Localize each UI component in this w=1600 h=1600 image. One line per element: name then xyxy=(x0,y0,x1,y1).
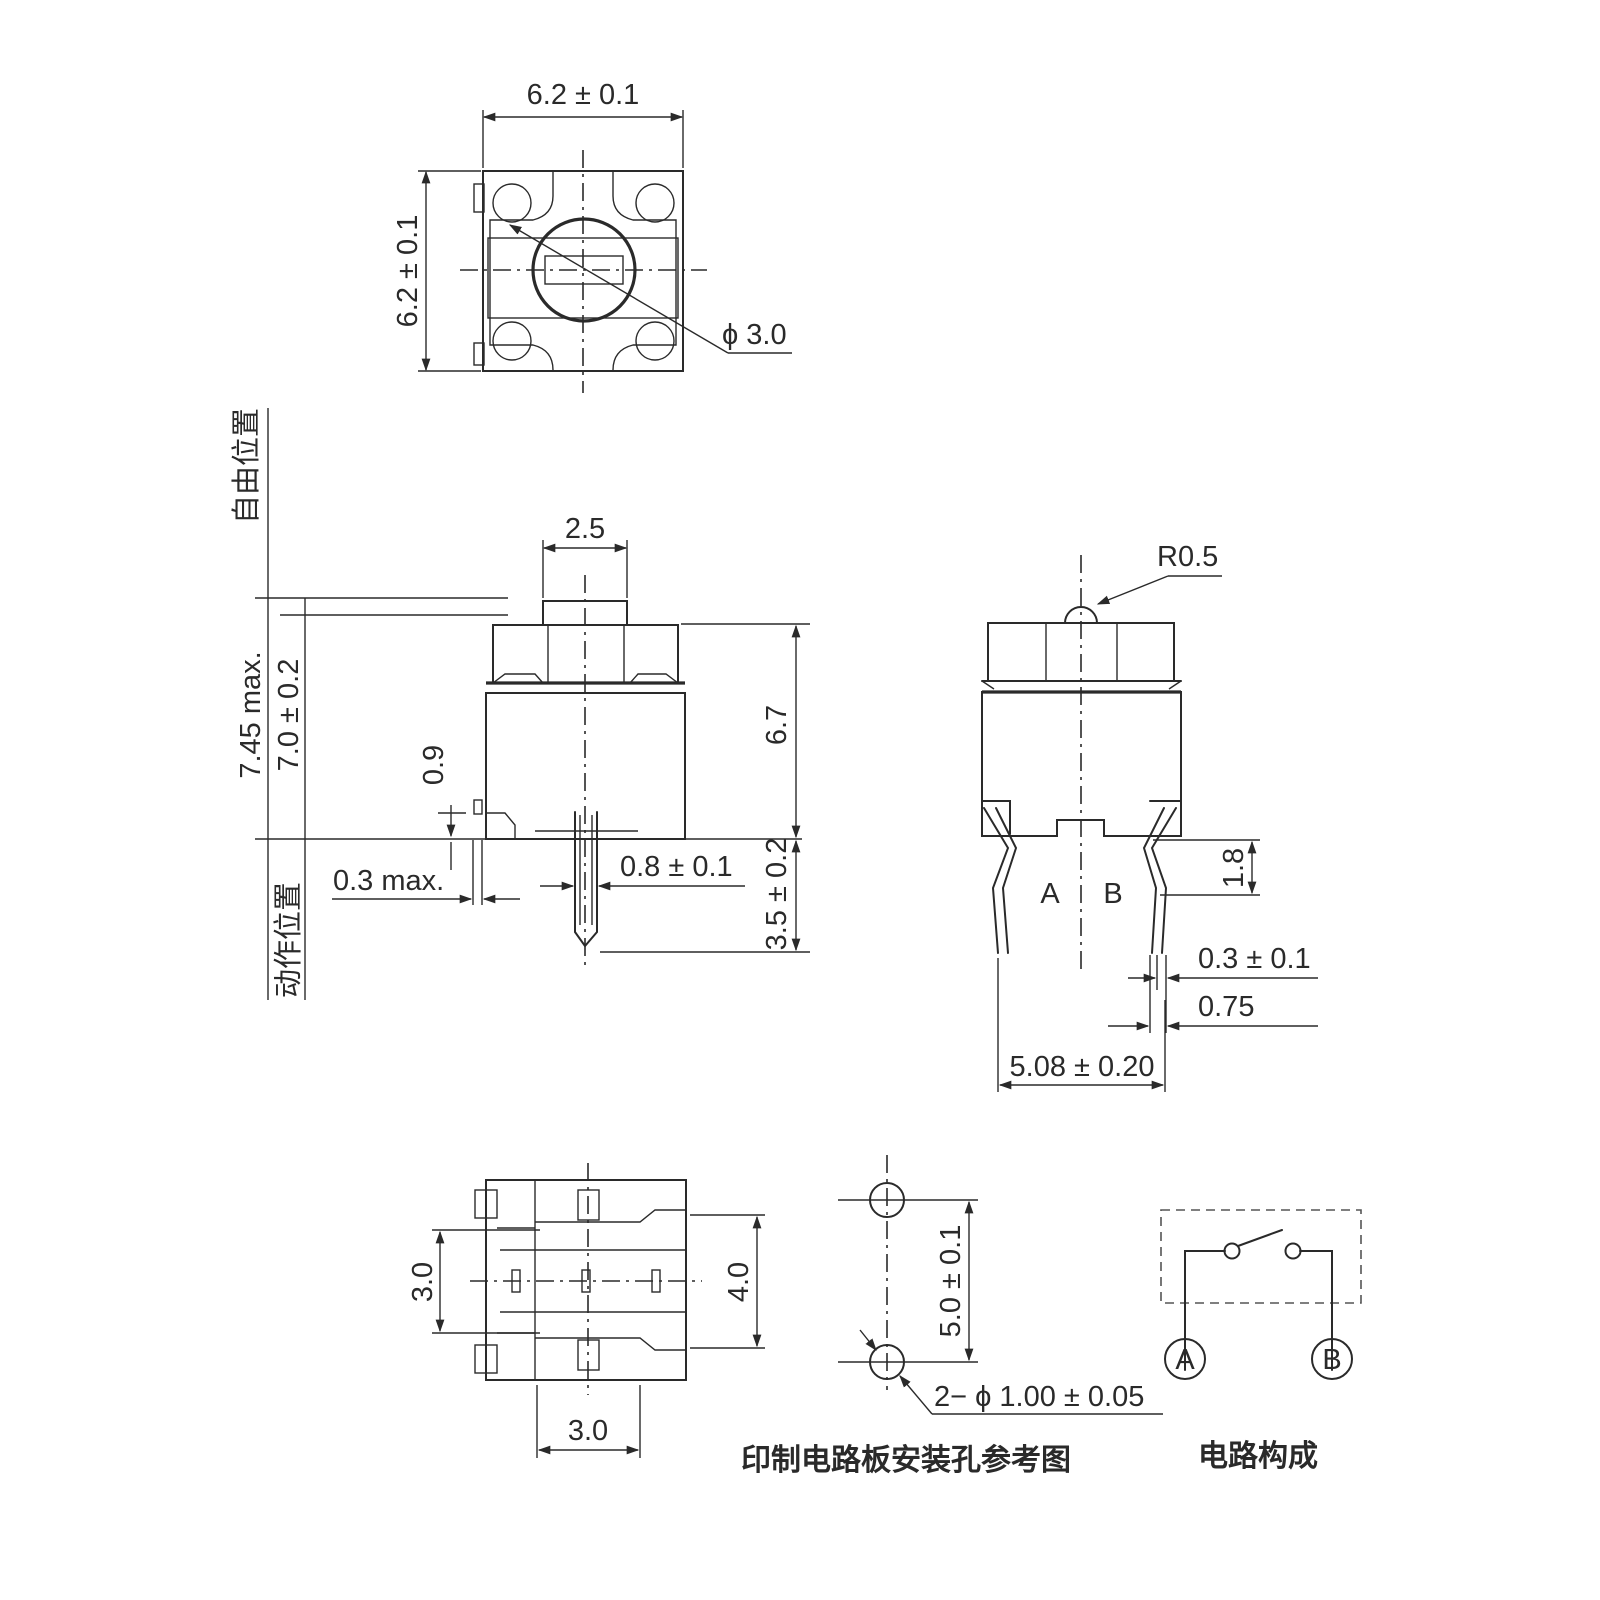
plunger-width-dim: 2.5 xyxy=(565,513,605,545)
bottom-view: 3.0 4.0 3.0 xyxy=(407,1163,765,1458)
corner-hole xyxy=(492,321,532,361)
pitch-dim: 5.08 ± 0.20 xyxy=(1010,1051,1155,1083)
diameter-dim: ϕ 3.0 xyxy=(722,319,787,351)
tab-lower xyxy=(473,342,485,366)
switch-lever xyxy=(1237,1229,1283,1247)
operating-position-label: 动作位置 xyxy=(272,882,305,998)
bottom-right-dim: 4.0 xyxy=(723,1262,755,1302)
terminal-a-label: A xyxy=(1040,878,1060,910)
corner-hole xyxy=(635,183,675,223)
bend-dim: 1.8 xyxy=(1218,848,1250,888)
front-view: 自由位置 动作位置 2.5 7.45 max. 7.0 ± 0.2 0.9 xyxy=(230,408,810,1000)
terminal-width-dim: 0.8 ± 0.1 xyxy=(620,851,733,883)
radius-dim: R0.5 xyxy=(1157,541,1218,573)
free-position-label: 自由位置 xyxy=(230,408,263,524)
circuit-caption: 电路构成 xyxy=(1198,1440,1318,1473)
corner-hole xyxy=(492,183,532,223)
body-height-dim: 6.7 xyxy=(761,705,793,745)
switch-boundary xyxy=(1160,1209,1362,1304)
terminal-length-dim: 3.5 ± 0.2 xyxy=(761,838,793,951)
contact-a xyxy=(1223,1242,1241,1260)
tab-upper xyxy=(473,183,485,213)
top-width-dim: 6.2 ± 0.1 xyxy=(527,79,640,111)
node-b-label: B xyxy=(1322,1344,1341,1376)
hole-spacing-dim: 5.0 ± 0.1 xyxy=(935,1225,967,1338)
node-a-circle xyxy=(1164,1338,1206,1380)
thickness-dim: 0.3 ± 0.1 xyxy=(1198,943,1311,975)
max-height-dim: 7.45 max. xyxy=(235,651,267,778)
body-outline xyxy=(482,170,684,372)
terminal-b-label: B xyxy=(1103,878,1122,910)
side-view: R0.5 A B 1.8 0.3 ± 0.1 0.75 xyxy=(981,541,1318,1092)
gap-dim: 0.3 max. xyxy=(333,865,444,897)
plunger-slot xyxy=(544,255,624,285)
pcb-layout: 5.0 ± 0.1 2− ϕ 1.00 ± 0.05 印制电路板安装孔参考图 xyxy=(741,1155,1163,1477)
contact-b xyxy=(1284,1242,1302,1260)
top-view: 6.2 ± 0.1 6.2 ± 0.1 ϕ 3.0 xyxy=(392,79,792,393)
circuit-diagram: A B 电路构成 xyxy=(1160,1209,1362,1473)
top-height-dim: 6.2 ± 0.1 xyxy=(392,215,424,328)
hole-size-dim: 2− ϕ 1.00 ± 0.05 xyxy=(934,1381,1144,1413)
corner-hole xyxy=(635,321,675,361)
stroke-dim: 0.9 xyxy=(418,745,450,785)
offset-dim: 0.75 xyxy=(1198,991,1254,1023)
height-dim: 7.0 ± 0.2 xyxy=(273,659,305,772)
bottom-horizontal-dim: 3.0 xyxy=(568,1415,608,1447)
node-b-circle xyxy=(1311,1338,1353,1380)
bottom-left-dim: 3.0 xyxy=(407,1262,439,1302)
pcb-caption: 印制电路板安装孔参考图 xyxy=(741,1444,1071,1477)
node-a-label: A xyxy=(1175,1344,1195,1376)
